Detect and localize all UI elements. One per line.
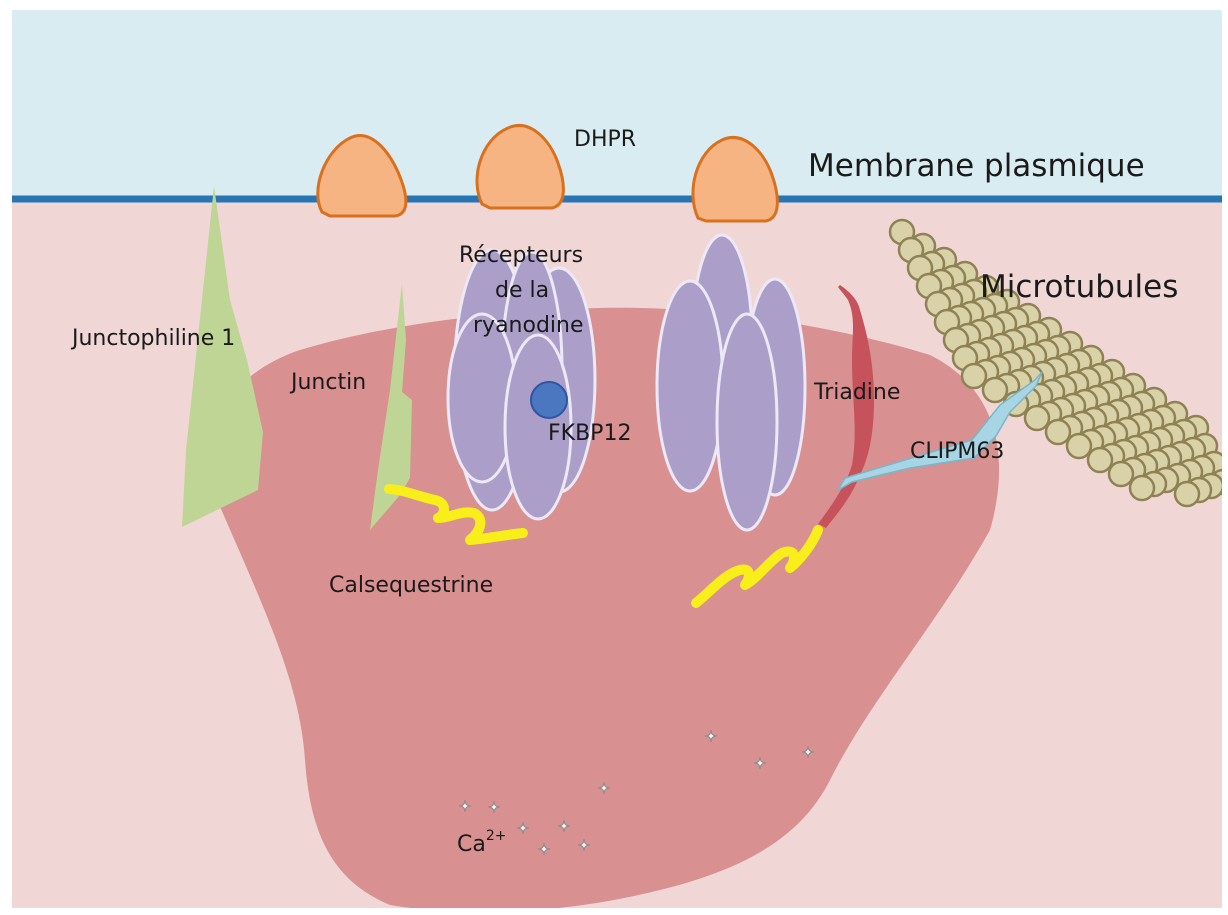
label-calsequestrine: Calsequestrine bbox=[329, 573, 493, 598]
label-membrane: Membrane plasmique bbox=[808, 148, 1145, 184]
label-fkbp12: FKBP12 bbox=[548, 421, 631, 446]
label-junctophiline-1: Junctophiline 1 bbox=[70, 326, 235, 351]
microtubule-subunit bbox=[1067, 434, 1091, 458]
label-recepteurs-line2: de la bbox=[495, 278, 549, 303]
microtubule-subunit bbox=[1088, 448, 1112, 472]
fkbp12-dot bbox=[531, 382, 567, 418]
label-calcium-charge: 2+ bbox=[486, 828, 507, 844]
microtubule-subunit bbox=[1175, 482, 1199, 506]
microtubule-subunit bbox=[1025, 406, 1049, 430]
label-junctin: Junctin bbox=[289, 370, 366, 395]
microtubule-subunit bbox=[1046, 420, 1070, 444]
microtubule-subunit bbox=[1109, 462, 1133, 486]
label-recepteurs-line1: Récepteurs bbox=[459, 243, 583, 268]
ryr-subunit bbox=[657, 281, 723, 491]
label-recepteurs-line3: ryanodine bbox=[473, 313, 584, 338]
label-triadine: Triadine bbox=[813, 380, 900, 405]
microtubule-subunit bbox=[983, 378, 1007, 402]
label-calcium-base: Ca bbox=[457, 832, 486, 857]
label-microtubules: Microtubules bbox=[980, 269, 1178, 305]
microtubule-subunit bbox=[962, 364, 986, 388]
label-clipm63: CLIPM63 bbox=[910, 439, 1004, 464]
label-dhpr: DHPR bbox=[574, 127, 636, 152]
ryr-subunit bbox=[717, 314, 777, 530]
microtubule-subunit bbox=[1130, 476, 1154, 500]
